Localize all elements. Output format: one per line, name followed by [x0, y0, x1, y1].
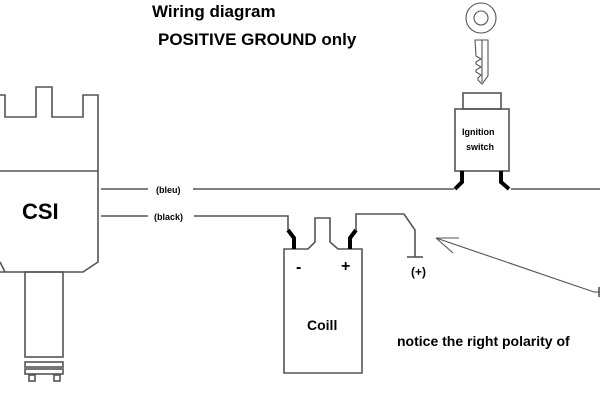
- polarity-note: notice the right polarity of: [397, 333, 570, 349]
- switch-terminal-right: [499, 171, 511, 191]
- distributor-label: CSI: [22, 199, 59, 224]
- switch-terminal-left: [453, 171, 464, 191]
- csi-distributor: CSI: [0, 86, 99, 382]
- distributor-pin-1: [28, 374, 36, 382]
- coil-label: Coill: [307, 317, 337, 333]
- ground-label: (+): [411, 265, 426, 279]
- ground-connection: (+): [355, 213, 426, 279]
- key-icon: [465, 2, 497, 85]
- wire-black-label: (black): [154, 212, 183, 222]
- switch-barrel: [462, 92, 502, 110]
- switch-body: [454, 108, 510, 172]
- switch-label-line-2: switch: [466, 142, 494, 152]
- coil-pos-terminal: [348, 228, 358, 249]
- ignition-switch: Ignition switch: [453, 92, 511, 191]
- coil-pos-label: +: [341, 258, 350, 275]
- title-line-2: POSITIVE GROUND only: [158, 30, 357, 49]
- coil-neg-label: -: [296, 259, 301, 276]
- wire-bleu: (bleu): [101, 185, 600, 195]
- distributor-cap-outline: [0, 86, 99, 273]
- distributor-body-bevel: [0, 261, 6, 273]
- coil-neg-terminal: [286, 228, 296, 249]
- distributor-pin-2: [53, 374, 61, 382]
- distributor-shaft: [24, 271, 64, 358]
- switch-label-line-1: Ignition: [462, 127, 495, 137]
- ignition-coil: - + Coill: [283, 217, 363, 374]
- wire-black: (black): [101, 212, 289, 230]
- polarity-arrow: [435, 237, 600, 297]
- distributor-ring-2: [24, 368, 64, 375]
- distributor-ring-1: [24, 361, 64, 368]
- coil-body: [283, 217, 363, 374]
- title-line-1: Wiring diagram: [152, 2, 276, 21]
- wire-bleu-label: (bleu): [156, 185, 181, 195]
